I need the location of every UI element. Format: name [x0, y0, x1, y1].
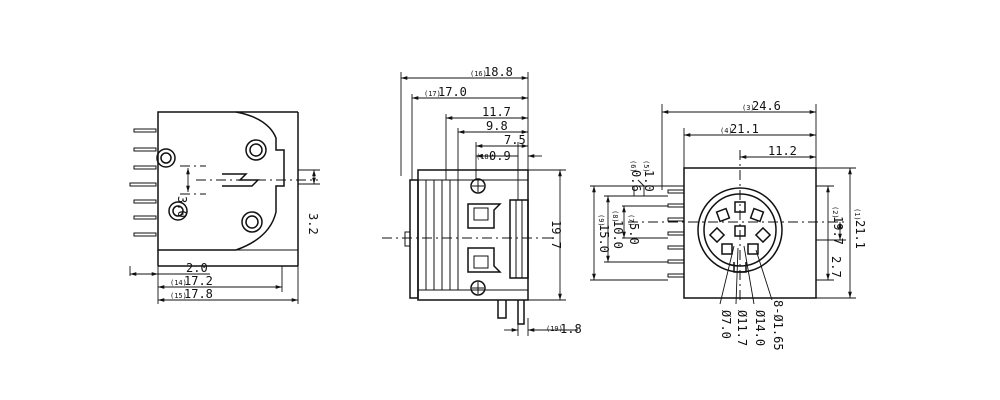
middle-latch-bottom	[467, 247, 502, 273]
svg-text:(4): (4)	[720, 127, 733, 135]
right-dim-21.1-side: 21.1	[853, 220, 867, 249]
right-pin-bosses	[708, 201, 772, 255]
svg-text:(9): (9)	[597, 214, 605, 227]
left-dim-17.8: 17.8	[184, 287, 213, 301]
left-hole-mid-inner	[172, 205, 184, 217]
left-hole-top	[156, 148, 176, 168]
right-dim-15.0: 15.0	[597, 224, 611, 253]
right-dim-10.0: 10.0	[611, 220, 625, 249]
left-dim-17.2: 17.2	[184, 274, 213, 288]
svg-text:(5): (5)	[642, 160, 650, 173]
right-dim-11.2: 11.2	[768, 144, 797, 158]
middle-dim-18.8: 18.8	[484, 65, 513, 79]
left-hole-upper-right	[245, 139, 267, 161]
svg-text:(14): (14)	[170, 279, 187, 287]
middle-dim-17.0: 17.0	[438, 85, 467, 99]
middle-front-shield	[509, 199, 529, 279]
right-pins	[667, 189, 685, 278]
left-body-outline	[157, 111, 285, 251]
middle-rear-plate	[409, 179, 419, 299]
svg-text:(16): (16)	[470, 70, 487, 78]
middle-latch-top	[467, 203, 502, 229]
svg-text:(19): (19)	[546, 325, 563, 333]
right-dim-2.7: 2.7	[829, 256, 843, 278]
middle-view: (16) 18.8 (17) 17.0 11.7 9.8 7.5 (18) 0.…	[382, 65, 582, 336]
left-dim-2.0: 2.0	[186, 261, 208, 275]
left-dim-3.0: 3.0	[175, 196, 189, 218]
right-dim-1.0: 1.0	[642, 170, 656, 192]
svg-text:(17): (17)	[424, 90, 441, 98]
right-dim-dia-14.0: Ø14.0	[753, 310, 767, 346]
left-notch	[222, 173, 260, 187]
left-hole-upper-right-inner	[249, 143, 263, 157]
middle-dim-7.5: 7.5	[504, 133, 526, 147]
svg-text:(18): (18)	[476, 153, 493, 161]
middle-dim-0.9: 0.9	[489, 149, 511, 163]
right-dim-24.6: 24.6	[752, 99, 781, 113]
right-dim-5.0: 5.0	[627, 223, 641, 245]
right-dim-0.6: 0.6	[629, 170, 643, 192]
middle-screw-top	[470, 178, 486, 194]
middle-dim-9.8: 9.8	[486, 119, 508, 133]
middle-dim-1.8: 1.8	[560, 322, 582, 336]
svg-text:(3): (3)	[742, 104, 755, 112]
svg-text:(15): (15)	[170, 292, 187, 300]
middle-rear-pin	[404, 231, 411, 247]
middle-dim-19.7: 19.7	[549, 220, 563, 249]
middle-fins	[425, 180, 459, 290]
left-hole-lower-right	[241, 211, 263, 233]
right-view: (3) 24.6 (4) 21.1 11.2 (9) 15.0 (8) 10.0…	[590, 99, 867, 351]
right-dim-19.7: 19.7	[831, 216, 845, 245]
middle-dim-11.7: 11.7	[482, 105, 511, 119]
svg-text:(7): (7)	[627, 214, 635, 227]
middle-bottom-tab-2	[517, 300, 525, 325]
middle-screw-bottom	[470, 280, 486, 296]
svg-text:(8): (8)	[611, 210, 619, 223]
left-dim-3.2: 3.2	[306, 213, 320, 235]
left-hole-mid	[168, 201, 188, 221]
right-dim-21.1-top: 21.1	[730, 122, 759, 136]
svg-text:(2): (2)	[831, 206, 839, 219]
svg-text:(1): (1)	[853, 208, 861, 221]
right-dim-dia-7.0: Ø7.0	[719, 310, 733, 339]
middle-bottom-tab-1	[497, 300, 507, 319]
left-view: 3.0 3.2 2.0 (14) 17.2 (15) 17.8	[129, 111, 320, 304]
left-pins	[129, 128, 157, 237]
right-dim-dia-11.7: Ø11.7	[735, 310, 749, 346]
left-hole-top-inner	[160, 152, 172, 164]
right-dim-8-dia-1.65: 8-Ø1.65	[771, 300, 785, 351]
left-hole-lower-right-inner	[245, 215, 259, 229]
svg-text:(6): (6)	[629, 160, 637, 173]
